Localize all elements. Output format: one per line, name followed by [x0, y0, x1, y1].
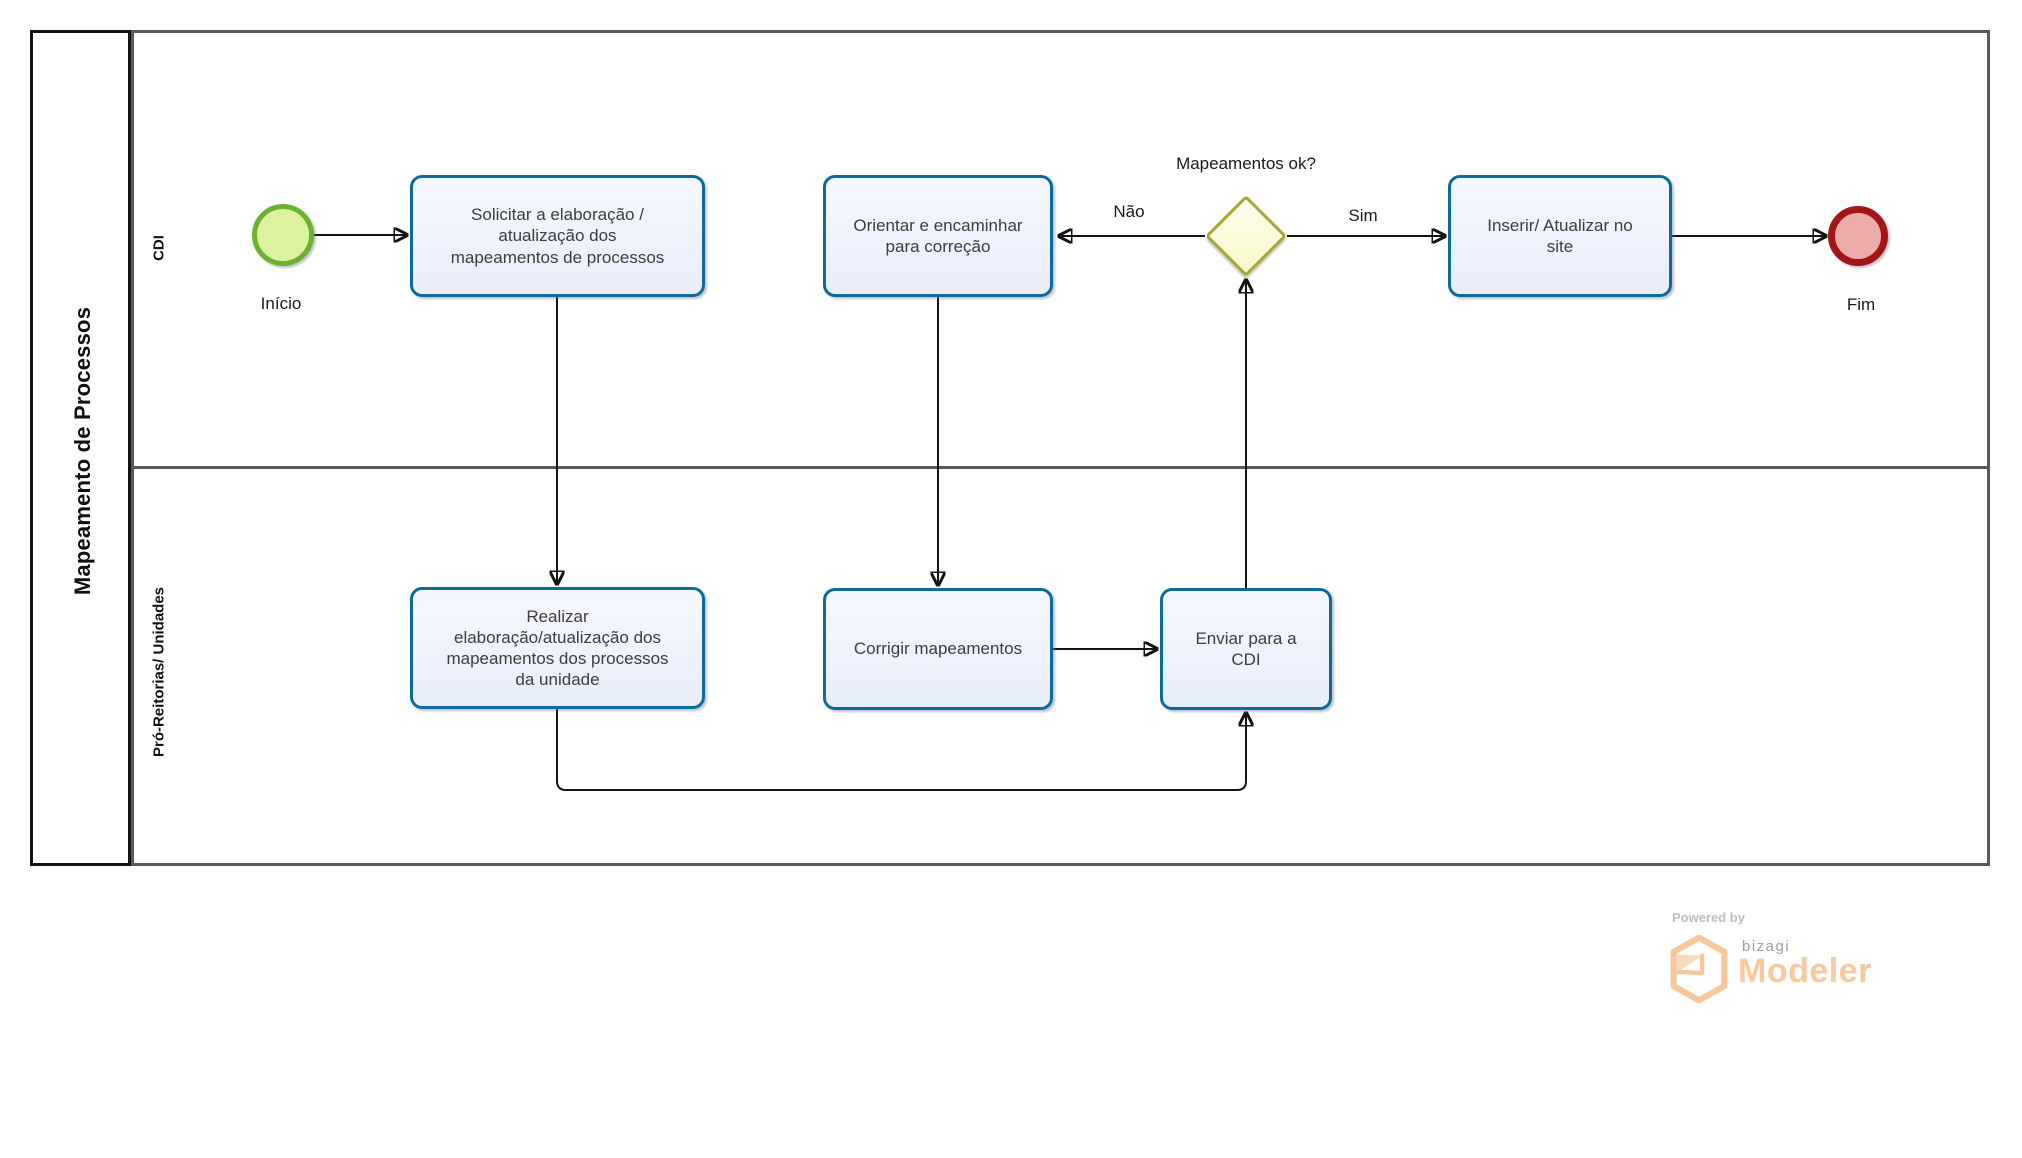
bizagi-brand-label: bizagi	[1742, 938, 1791, 955]
start-event	[252, 204, 314, 266]
lane-container	[131, 30, 1990, 866]
task-inserir: Inserir/ Atualizar no site	[1448, 175, 1672, 297]
task-realizar: Realizar elaboração/atualização dos mape…	[410, 587, 705, 709]
end-event-label: Fim	[1846, 295, 1876, 314]
task-solicitar: Solicitar a elaboração / atualização dos…	[410, 175, 705, 297]
flow-label-sim: Sim	[1348, 206, 1378, 225]
flow-label-nao: Não	[1113, 202, 1145, 221]
task-enviar: Enviar para a CDI	[1160, 588, 1332, 710]
lane-cdi	[134, 33, 1987, 469]
powered-by-label: Powered by	[1672, 910, 1745, 925]
task-orientar: Orientar e encaminhar para correção	[823, 175, 1053, 297]
start-event-label: Início	[260, 294, 302, 313]
end-event	[1828, 206, 1888, 266]
gateway-question-label: Mapeamentos ok?	[1176, 154, 1316, 173]
flow-realizar-to-enviar	[556, 709, 1246, 791]
modeler-product-label: Modeler	[1738, 952, 1872, 990]
bizagi-hexagon-icon	[1670, 934, 1728, 1004]
pool-header: Mapeamento de Processos	[30, 30, 131, 866]
task-corrigir: Corrigir mapeamentos	[823, 588, 1053, 710]
